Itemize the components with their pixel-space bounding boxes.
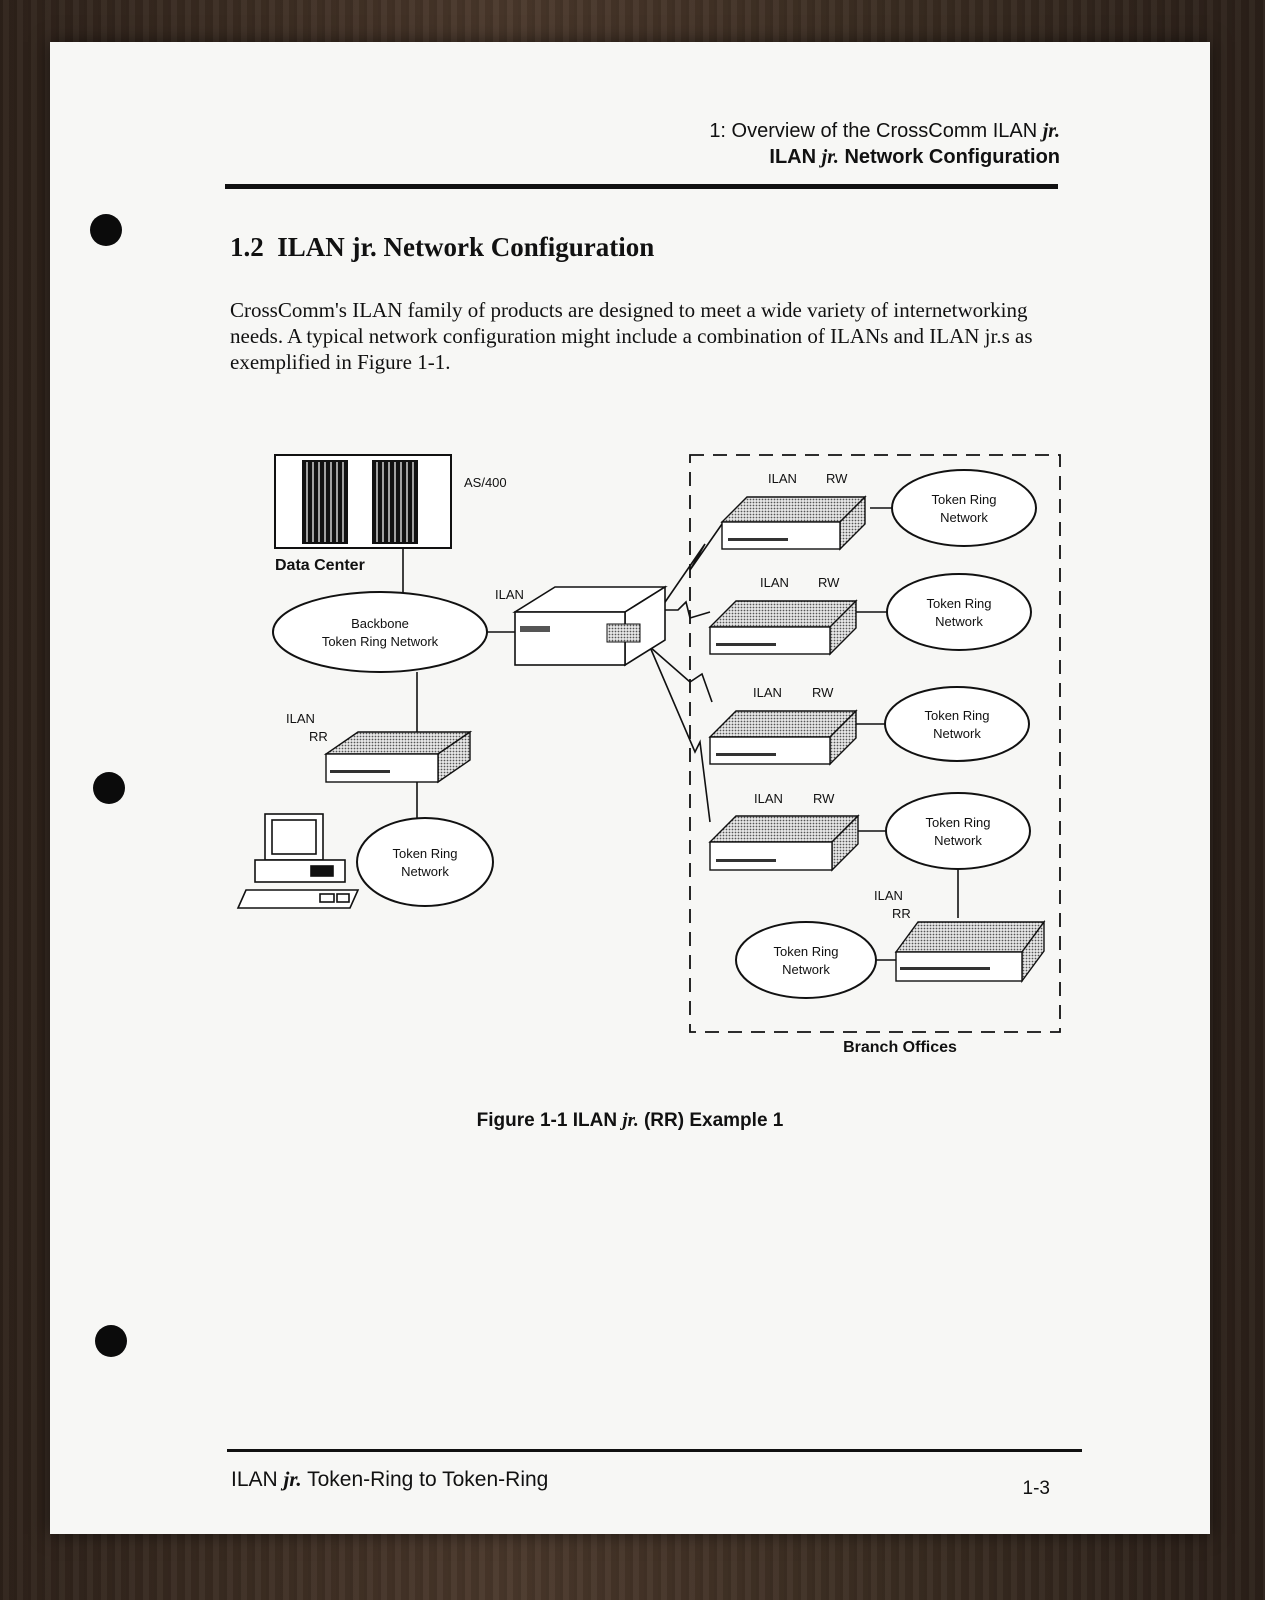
token-ring-label: Token Ring xyxy=(925,815,990,830)
as400-mainframe xyxy=(274,454,452,549)
token-ring-workstation xyxy=(356,817,494,907)
branch-offices-box xyxy=(689,454,1061,1033)
rw-mode-label: RW xyxy=(826,471,848,486)
backbone-label: Backbone xyxy=(351,616,409,631)
network-diagram: AS/400 Data Center ILAN xyxy=(236,454,1061,1056)
footer-rule xyxy=(227,1449,1082,1452)
network-label: Network xyxy=(940,510,988,525)
network-label: Network xyxy=(933,726,981,741)
data-center-label: Data Center xyxy=(275,557,365,574)
rw-device-label: ILAN xyxy=(753,685,782,700)
footer-title: ILAN jr. Token-Ring to Token-Ring xyxy=(231,1467,549,1491)
as400-label: AS/400 xyxy=(464,475,507,490)
page-number: 1-3 xyxy=(1022,1478,1050,1499)
binder-hole xyxy=(93,772,125,804)
ilan-router xyxy=(512,585,668,667)
backbone-token-ring xyxy=(272,591,488,673)
token-ring-branch-5 xyxy=(735,921,877,999)
token-ring-label: Token Ring xyxy=(924,708,989,723)
token-ring-label: Token Ring xyxy=(926,596,991,611)
rw-mode-label: RW xyxy=(812,685,834,700)
branch-offices-label: Branch Offices xyxy=(843,1039,957,1056)
ilan-jr-rw-device xyxy=(708,709,858,766)
rw-mode-label: RW xyxy=(813,791,835,806)
rr-mode-label: RR xyxy=(309,729,328,744)
ilan-label: ILAN xyxy=(495,587,524,602)
network-label: Network xyxy=(934,833,982,848)
running-header-section: ILAN jr. Network Configuration xyxy=(769,146,1060,168)
rw-device-label: ILAN xyxy=(768,471,797,486)
rw-device-label: ILAN xyxy=(754,791,783,806)
rr-mode-label: RR xyxy=(892,906,911,921)
workstation-computer xyxy=(236,813,360,909)
ilan-jr-rw-device xyxy=(720,495,867,551)
token-ring-branch-2 xyxy=(886,573,1032,651)
figure-caption: Figure 1-1 ILAN jr. (RR) Example 1 xyxy=(476,1110,784,1131)
rr-device-label: ILAN xyxy=(874,888,903,903)
ilan-jr-rr-device xyxy=(323,730,473,784)
token-ring-label: Token Ring xyxy=(773,944,838,959)
rw-mode-label: RW xyxy=(818,575,840,590)
token-ring-label: Token Ring xyxy=(392,846,457,861)
section-title: 1.2 ILAN jr. Network Configuration xyxy=(230,232,655,262)
ilan-jr-rw-device xyxy=(708,814,860,872)
ilan-jr-rw-device xyxy=(708,599,858,656)
token-ring-branch-3 xyxy=(884,686,1030,762)
rr-device-label: ILAN xyxy=(286,711,315,726)
ilan-jr-rr-device xyxy=(894,919,1046,984)
token-ring-branch-4 xyxy=(885,792,1031,870)
binder-hole xyxy=(95,1325,127,1357)
token-ring-label: Token Ring xyxy=(931,492,996,507)
connection-lines xyxy=(402,507,959,961)
network-label: Network xyxy=(782,962,830,977)
header-rule xyxy=(225,184,1058,189)
network-label: Network xyxy=(401,864,449,879)
rw-device-label: ILAN xyxy=(760,575,789,590)
network-label: Network xyxy=(935,614,983,629)
document-page: 1: Overview of the CrossComm ILAN jr. IL… xyxy=(50,42,1210,1534)
body-paragraph: CrossComm's ILAN family of products are … xyxy=(230,298,1033,374)
running-header-chapter: 1: Overview of the CrossComm ILAN jr. xyxy=(709,120,1060,142)
backbone-sublabel: Token Ring Network xyxy=(322,634,439,649)
binder-hole xyxy=(90,214,122,246)
token-ring-branch-1 xyxy=(891,469,1037,547)
